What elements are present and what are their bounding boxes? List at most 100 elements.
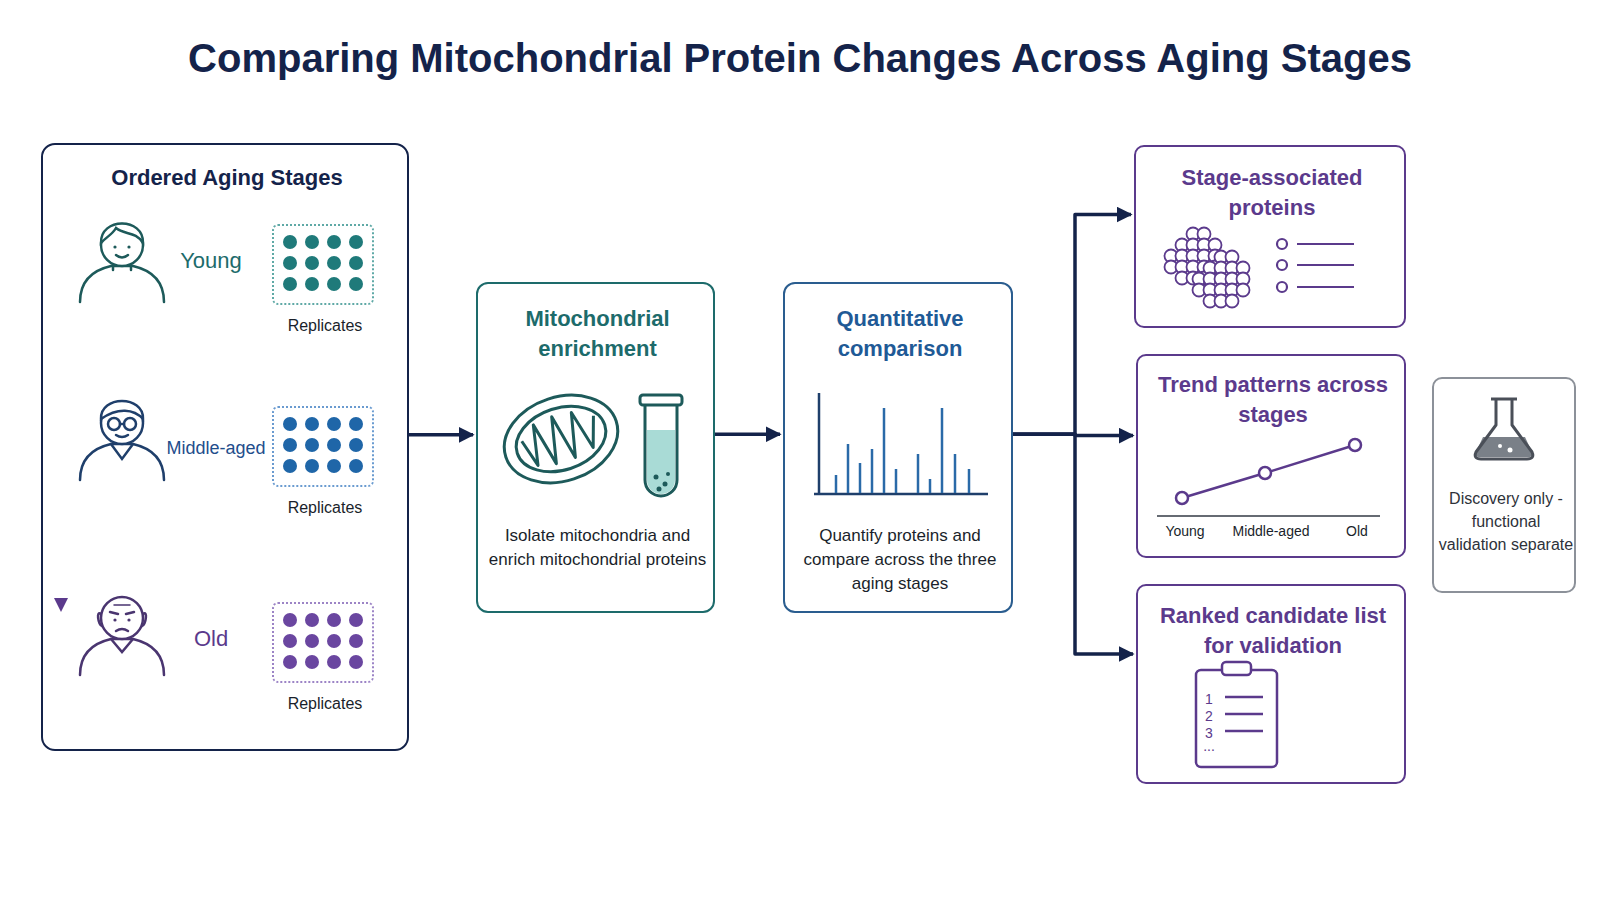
small-text: Middle-aged [1225,523,1317,540]
replicate-dots [349,256,363,270]
replicate-dots [327,634,341,648]
replicate-dots [283,613,297,627]
flask-icon [1508,448,1513,453]
middle-aged-person-icon [101,402,143,444]
test-tube-icon [640,395,682,496]
replicate-dots [305,438,319,452]
output-box: Trend patterns across stagesYoungMiddle-… [1136,354,1406,558]
flask-icon [1475,400,1533,459]
replicate-dots [283,438,297,452]
small-text: 1 [1201,691,1217,708]
replicate-dots [349,655,363,669]
flow-arrow [1013,434,1133,654]
spectrum-chart [895,469,898,493]
spectrum-chart [814,393,988,494]
test-tube-icon [654,475,659,480]
order-arrow [54,311,68,612]
replicate-dots [327,459,341,473]
replicate-label: Replicates [264,316,386,336]
small-text: 2 [1201,708,1217,725]
replicate-dots [283,459,297,473]
flask-icon [1475,399,1533,459]
replicate-dots [349,613,363,627]
body-text: Isolate mitochondria and enrich mitochon… [488,524,707,572]
replicate-dots [349,417,363,431]
small-text: Old [1323,523,1391,540]
spectrum-chart [929,479,932,493]
old-person-icon [114,604,130,606]
spectrum-chart [968,469,971,493]
clipboard-icon [1225,730,1263,733]
test-tube-icon [640,395,682,405]
spectrum-chart [836,408,969,493]
trend-plot [1157,439,1380,516]
middle-aged-person-icon [108,418,120,430]
replicate-dots [283,655,297,669]
trend-plot [1182,445,1355,498]
spectrum-chart [814,493,988,496]
process-box: Quantitative comparisonQuantify proteins… [783,282,1013,613]
middle-aged-person-icon [101,401,143,419]
list-icon [1277,239,1287,249]
test-tube-icon [663,482,668,487]
replicate-dots [327,417,341,431]
middle-aged-person-icon [124,418,136,430]
replicate-label: Replicates [264,498,386,518]
mitochondrion-icon [508,395,615,482]
mitochondrion-icon [517,404,603,471]
young-person-icon [80,224,164,303]
spectrum-chart [835,475,838,493]
spectrum-chart [941,408,944,493]
middle-aged-person-icon [80,401,164,480]
spectrum-chart [818,393,821,494]
old-person-icon [127,618,130,621]
test-tube-icon [666,472,670,476]
trend-plot [1349,439,1361,451]
middle-aged-person-icon [111,444,133,459]
replicate-dots [327,256,341,270]
replicate-dots [305,277,319,291]
clipboard-icon [1225,696,1263,699]
replicate-dots [349,438,363,452]
process-box: Mitochondrial enrichmentIsolate mitochon… [476,282,715,613]
replicate-box: Replicates [272,406,374,487]
test-tube-icon [657,487,662,492]
spectrum-chart [871,449,874,493]
spectrum-chart [859,463,862,493]
test-tube-icon [645,404,677,496]
replicate-dots [283,256,297,270]
stage-label: Middle-aged [164,435,268,461]
replicate-dots [305,459,319,473]
protein-cluster-icon [1237,284,1250,297]
young-person-icon [116,255,128,258]
replicate-label: Replicates [264,694,386,714]
replicate-box: Replicates [272,602,374,683]
list-icon [1297,286,1354,288]
protein-cluster-icon [1226,295,1239,308]
replicate-dots [349,459,363,473]
old-person-icon [116,629,128,631]
replicate-dots [349,634,363,648]
trend-plot [1176,492,1188,504]
flask-icon [1491,398,1517,401]
flow-arrow [1013,215,1131,435]
young-person-icon [127,245,130,248]
flask-icon [1498,444,1502,448]
small-text: Young [1146,523,1224,540]
young-person-icon [80,266,164,302]
replicate-dots [327,613,341,627]
replicate-dots [305,417,319,431]
replicate-dots [327,438,341,452]
spectrum-chart [954,454,957,493]
stage-label: Young [171,248,251,274]
old-person-icon [111,639,133,652]
mitochondrion-icon [493,381,629,497]
old-person-icon [110,612,134,614]
clipboard-icon [1196,662,1277,767]
list-icon [1297,264,1354,266]
protein-cluster-icon [1165,228,1250,308]
note-text: Discovery only - functional validation s… [1438,487,1574,556]
middle-aged-person-icon [120,423,124,426]
diagram-title: Comparing Mitochondrial Protein Changes … [0,36,1600,81]
